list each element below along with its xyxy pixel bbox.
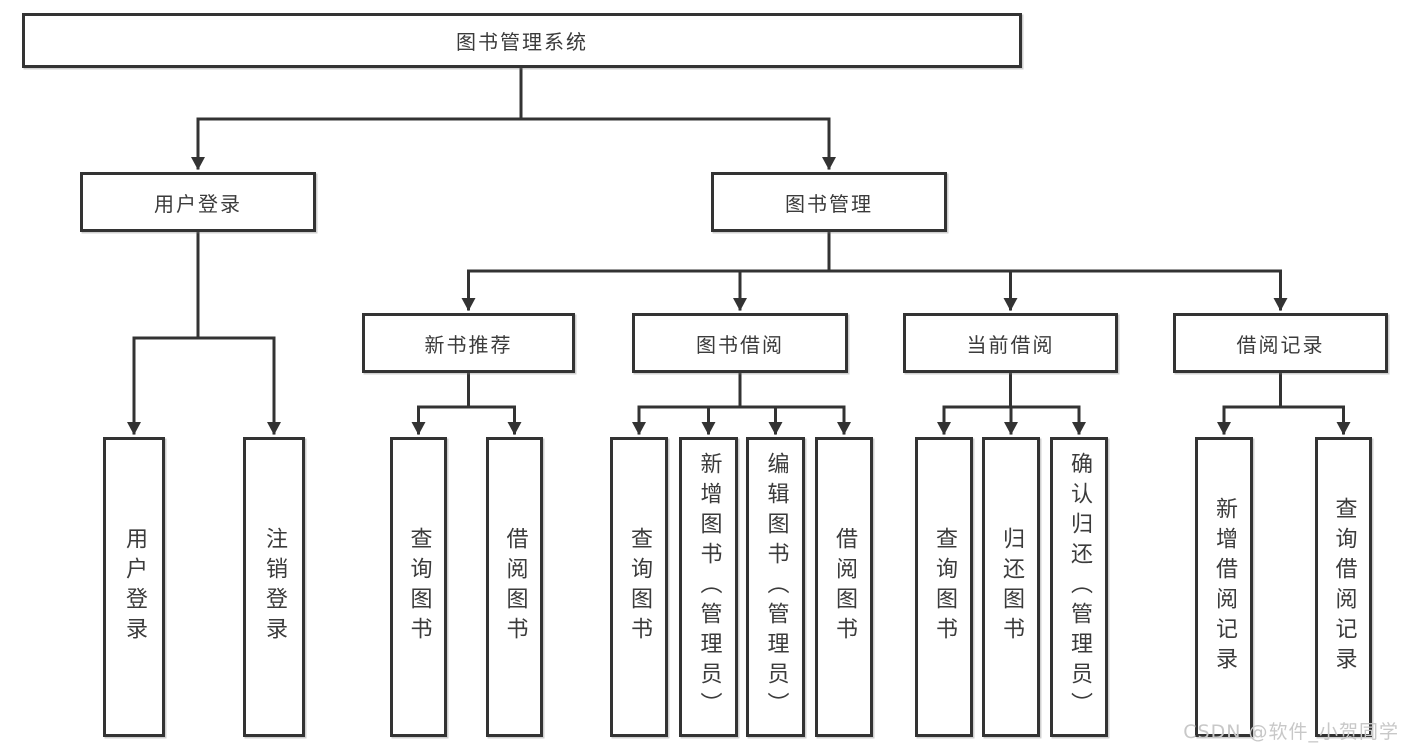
leaf-query-books-current: 查询图书 [915, 437, 973, 737]
node-book-management: 图书管理 [711, 172, 947, 232]
leaf-return-books: 归还图书 [982, 437, 1040, 737]
leaf-borrow-books-recommend-label: 借阅图书 [502, 527, 528, 647]
node-root: 图书管理系统 [22, 13, 1022, 68]
leaf-confirm-return-admin: 确认归还（管理员） [1050, 437, 1108, 737]
leaf-query-borrow-record: 查询借阅记录 [1315, 437, 1372, 737]
node-borrow-record: 借阅记录 [1173, 313, 1388, 373]
leaf-query-books-recommend: 查询图书 [390, 437, 447, 737]
leaf-edit-books-admin-label: 编辑图书（管理员） [763, 452, 789, 722]
node-current-borrow-label: 当前借阅 [966, 332, 1055, 357]
leaf-user-login-label: 用户登录 [122, 527, 147, 647]
node-user-login: 用户登录 [80, 172, 316, 232]
leaf-query-books-borrow-label: 查询图书 [627, 527, 652, 647]
leaf-add-books-admin: 新增图书（管理员） [679, 437, 738, 737]
node-current-borrow: 当前借阅 [903, 313, 1118, 373]
leaf-query-books-borrow: 查询图书 [610, 437, 668, 737]
watermark: CSDN @软件_小贺同学 [1183, 721, 1399, 743]
leaf-confirm-return-admin-label: 确认归还（管理员） [1067, 452, 1092, 722]
leaf-add-borrow-record-label: 新增借阅记录 [1212, 497, 1237, 677]
leaf-query-books-current-label: 查询图书 [932, 527, 957, 647]
node-book-borrow-label: 图书借阅 [696, 332, 784, 357]
node-new-book-recommend: 新书推荐 [362, 313, 575, 373]
leaf-query-borrow-record-label: 查询借阅记录 [1331, 497, 1357, 677]
leaf-borrow-books-label: 借阅图书 [832, 527, 857, 647]
node-book-management-label: 图书管理 [785, 191, 873, 216]
leaf-add-books-admin-label: 新增图书（管理员） [696, 452, 722, 722]
leaf-logout-label: 注销登录 [262, 527, 287, 647]
leaf-logout: 注销登录 [243, 437, 305, 737]
node-root-label: 图书管理系统 [456, 30, 588, 54]
leaf-borrow-books: 借阅图书 [815, 437, 873, 737]
leaf-return-books-label: 归还图书 [999, 527, 1024, 647]
leaf-edit-books-admin: 编辑图书（管理员） [746, 437, 805, 737]
node-new-book-recommend-label: 新书推荐 [424, 332, 513, 357]
leaf-query-books-recommend-label: 查询图书 [406, 527, 432, 647]
leaf-user-login: 用户登录 [103, 437, 165, 737]
node-borrow-record-label: 借阅记录 [1236, 332, 1325, 357]
node-book-borrow: 图书借阅 [632, 313, 848, 373]
node-user-login-label: 用户登录 [154, 191, 242, 216]
leaf-borrow-books-recommend: 借阅图书 [486, 437, 543, 737]
leaf-add-borrow-record: 新增借阅记录 [1195, 437, 1253, 737]
